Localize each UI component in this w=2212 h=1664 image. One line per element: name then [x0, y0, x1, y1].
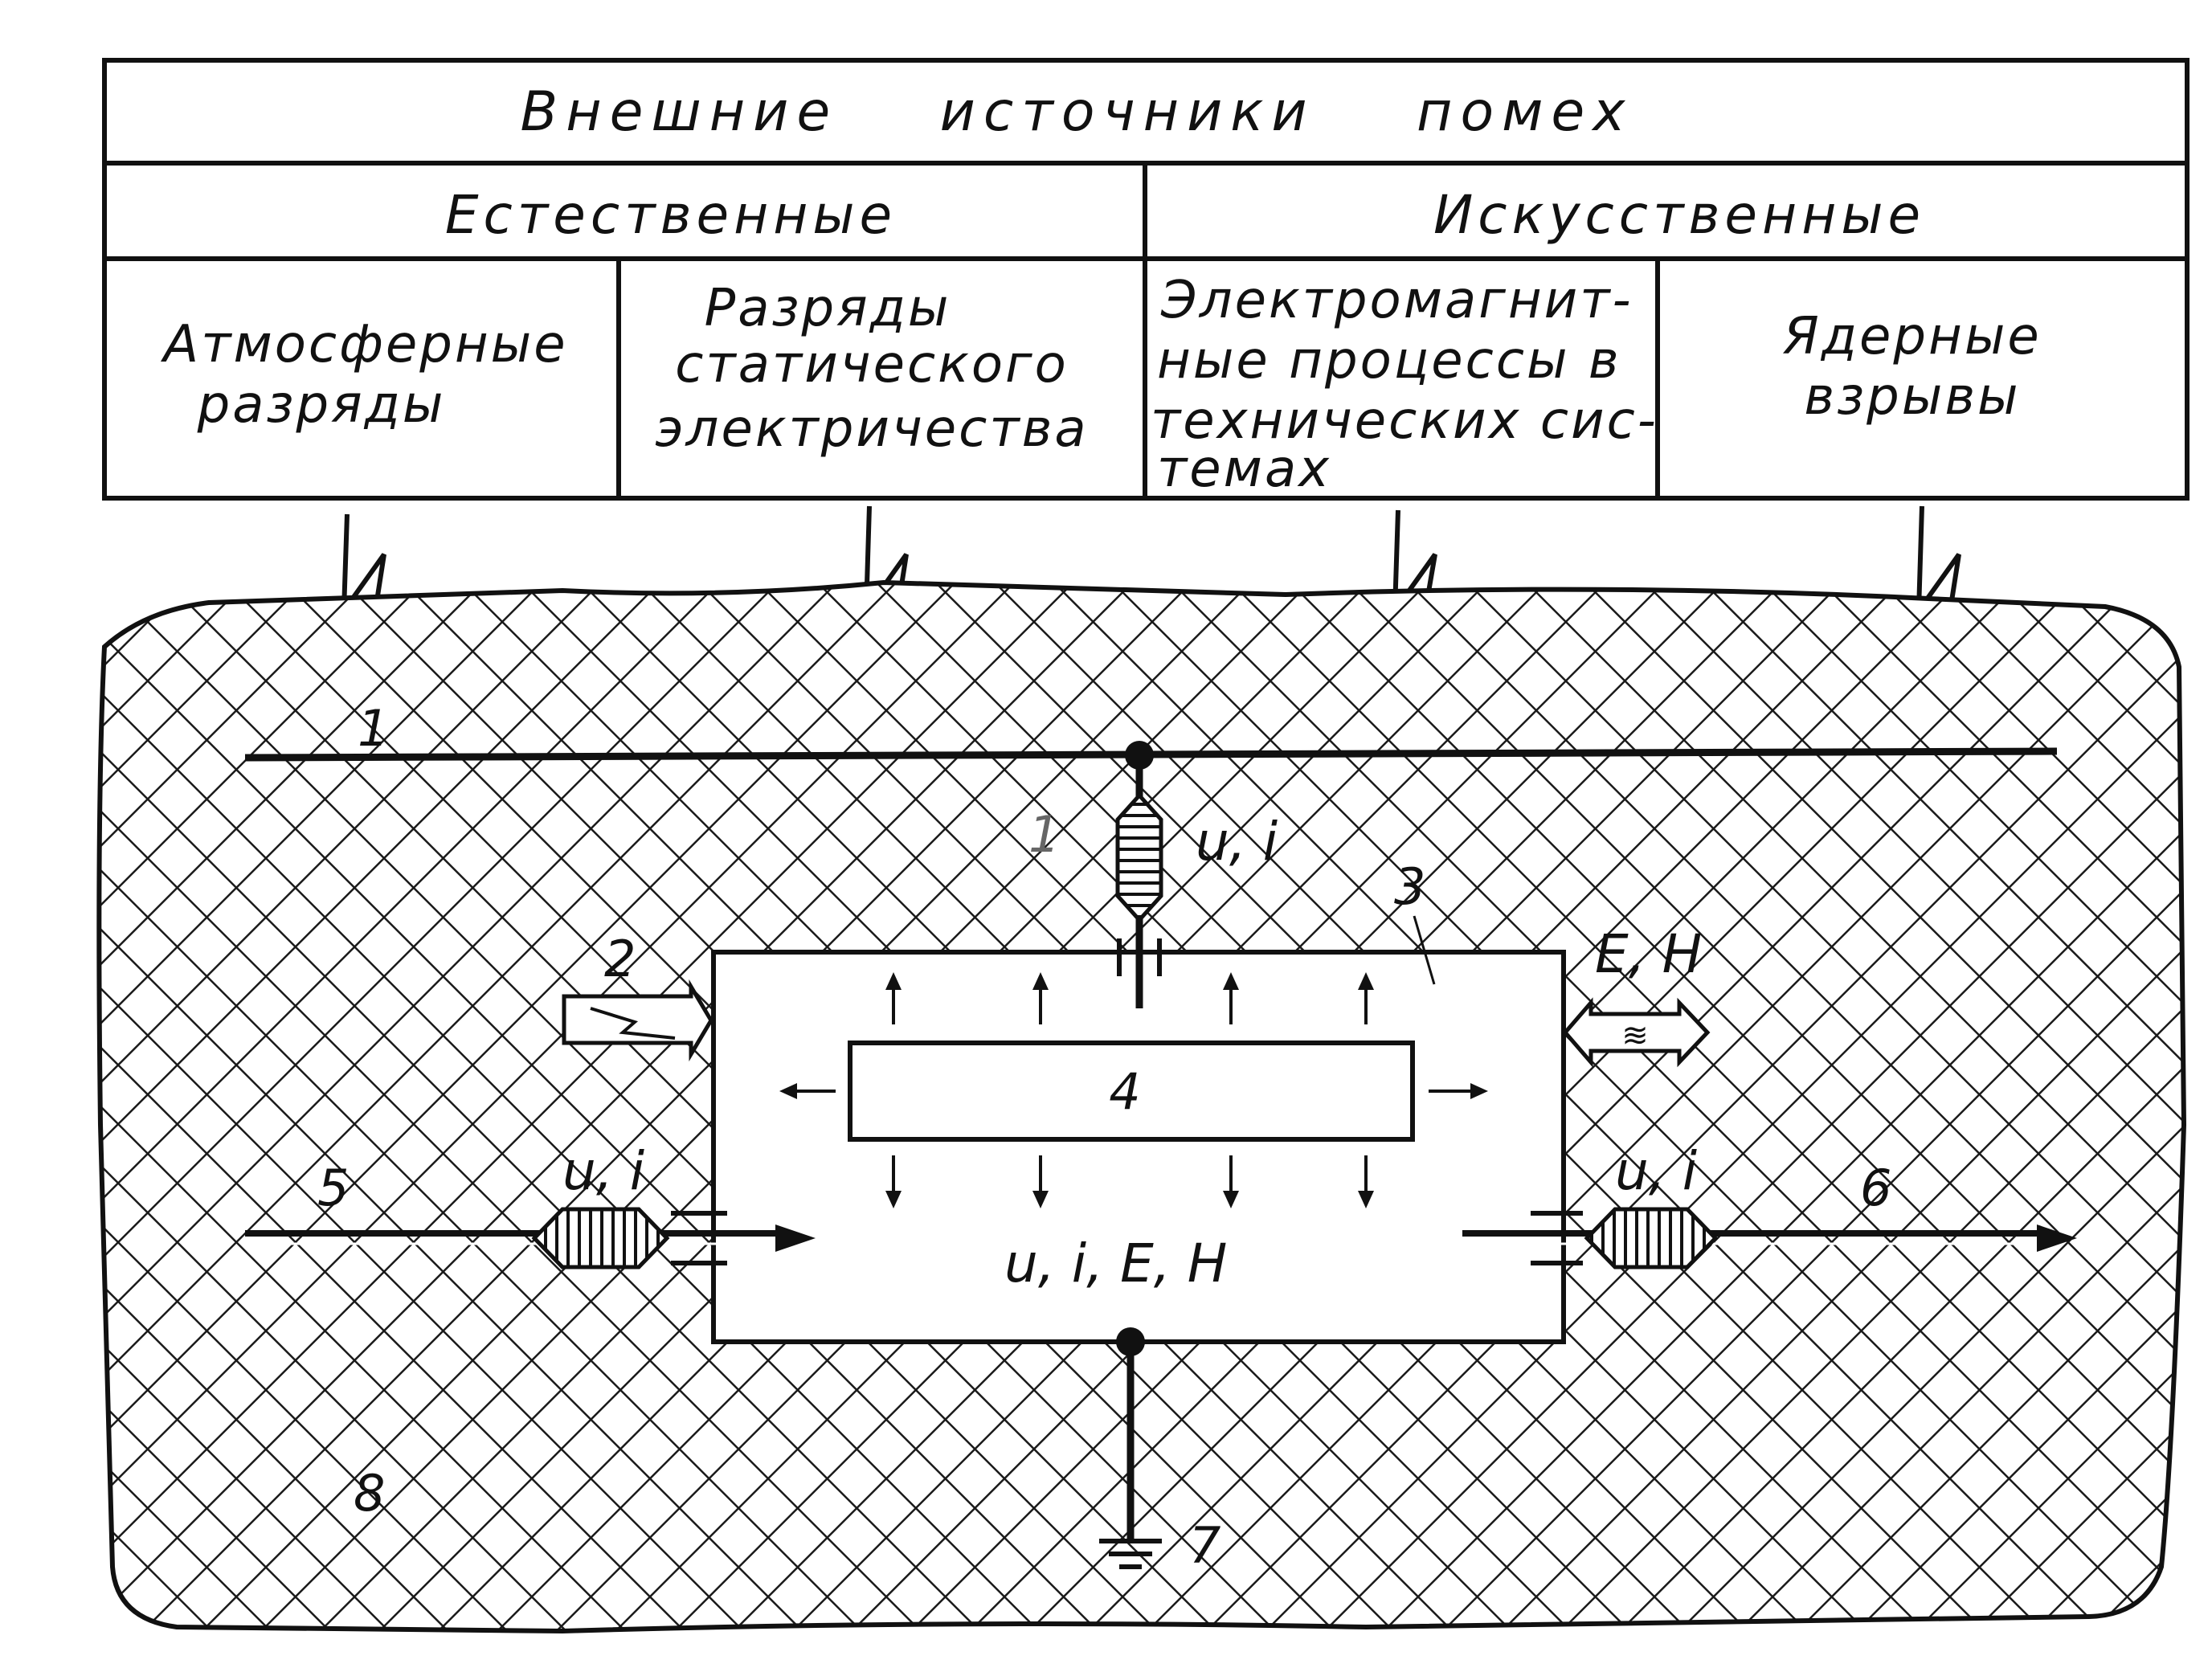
table-title: Внешние источники помех: [521, 80, 1633, 144]
wave-icon: ≋: [1621, 1017, 1649, 1054]
source-electromagnetic: Электромагнит- ные процессы в технически…: [1151, 271, 1658, 499]
emission-arrow-down: [1358, 1155, 1374, 1208]
leader-3: [1413, 915, 1436, 985]
emission-arrow-up: [1223, 972, 1239, 1024]
radiation-input-arrow: [562, 979, 713, 1062]
group-natural: Естественные: [445, 184, 897, 246]
label-8: 8: [354, 1464, 385, 1523]
emission-arrow-down: [1223, 1155, 1239, 1208]
field-exchange-arrow: ≋: [1562, 997, 1711, 1068]
emission-arrow-left: [779, 1083, 836, 1099]
top-coupling-element: [1115, 792, 1163, 923]
emission-arrow-down: [1032, 1155, 1049, 1208]
device-enclosure: [711, 950, 1566, 1344]
emission-arrow-up: [1032, 972, 1049, 1024]
label-3: 3: [1394, 857, 1425, 916]
input-line-5: [245, 1207, 816, 1269]
source-line: взрывы: [1804, 367, 2020, 427]
emission-arrow-down: [885, 1155, 902, 1208]
label-2: 2: [604, 930, 636, 988]
label-5: 5: [317, 1159, 349, 1217]
component-4: [848, 1041, 1415, 1142]
sources-table: Внешние источники помех Естественные Иск…: [102, 58, 2190, 501]
emission-arrow-right: [1429, 1083, 1488, 1099]
source-nuclear: Ядерные взрывы: [1782, 307, 2041, 427]
label-right-field: E, H: [1595, 923, 1702, 985]
source-line: технических сис-: [1151, 391, 1658, 451]
emission-arrow-up: [1358, 972, 1374, 1024]
group-artificial: Искусственные: [1433, 184, 1925, 246]
source-line: ные процессы в: [1157, 331, 1621, 390]
label-right-coupling: u, i: [1615, 1140, 1698, 1202]
source-line: электричества: [655, 399, 1088, 459]
emission-arrows: [779, 972, 1488, 1208]
output-line-6: [1462, 1207, 2077, 1269]
source-line: темах: [1157, 440, 1331, 499]
label-center-quantities: u, i, E, H: [1004, 1233, 1227, 1294]
source-line: Ядерные: [1782, 307, 2041, 366]
label-top-coupling: u, i: [1196, 811, 1278, 873]
source-line: разряды: [197, 375, 446, 435]
emission-arrow-up: [885, 972, 902, 1024]
source-static: Разряды статического электричества: [655, 279, 1088, 459]
label-6: 6: [1860, 1159, 1891, 1217]
source-line: Электромагнит-: [1160, 271, 1633, 330]
label-left-coupling: u, i: [562, 1140, 645, 1202]
label-4: 4: [1109, 1062, 1140, 1121]
source-line: Разряды: [705, 279, 951, 338]
source-line: статического: [675, 335, 1069, 395]
ground-connection-7: [1099, 1327, 1162, 1569]
label-1: 1: [358, 699, 389, 758]
source-line: Атмосферные: [160, 315, 567, 374]
label-1-mark: 1: [1028, 805, 1060, 864]
label-7: 7: [1189, 1516, 1220, 1575]
source-atmospheric: Атмосферные разряды: [160, 315, 567, 435]
